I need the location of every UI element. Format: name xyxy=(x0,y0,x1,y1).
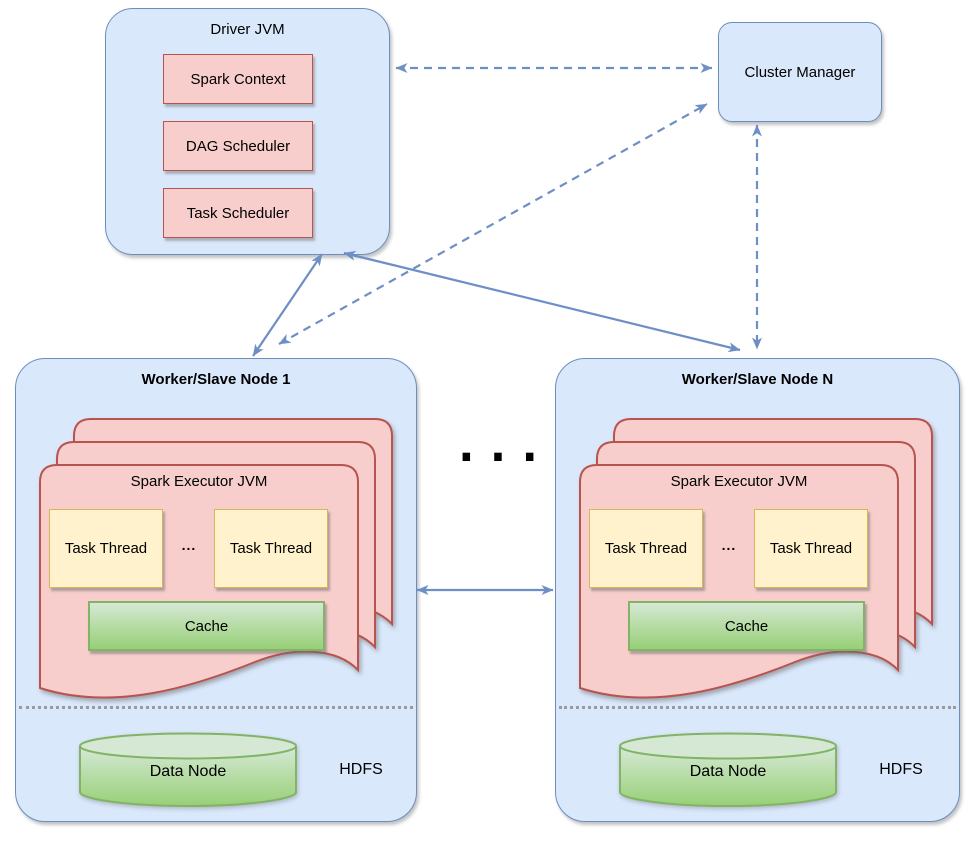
worker-node-n-title: Worker/Slave Node N xyxy=(681,371,834,388)
task-threads-ellipsis: ... xyxy=(721,537,737,553)
data-node-cylinder xyxy=(619,732,837,808)
spark-executor-jvm-title: Spark Executor JVM xyxy=(130,473,268,490)
task-threads-ellipsis: ... xyxy=(181,537,197,553)
worker-node-1: Worker/Slave Node 1 Spark Executor JVM T… xyxy=(15,358,417,822)
between-nodes-ellipsis: ... xyxy=(452,418,548,472)
arrow-driver-worker1 xyxy=(252,253,323,357)
hdfs-label: HDFS xyxy=(339,761,383,778)
driver-jvm-node: Driver JVM Spark Context DAG Scheduler T… xyxy=(105,8,390,255)
hdfs-divider-line xyxy=(19,706,413,709)
cache-box: Cache xyxy=(88,601,325,651)
data-node-label: Data Node xyxy=(149,763,227,780)
task-thread-box: Task Thread xyxy=(49,509,163,588)
cluster-manager-node: Cluster Manager xyxy=(718,22,882,122)
task-thread-box: Task Thread xyxy=(589,509,703,588)
task-thread-box: Task Thread xyxy=(214,509,328,588)
task-scheduler-box: Task Scheduler xyxy=(163,188,313,238)
hdfs-divider-line xyxy=(559,706,956,709)
spark-executor-jvm-title: Spark Executor JVM xyxy=(670,473,808,490)
arrow-driver-workern xyxy=(343,250,741,353)
spark-context-box: Spark Context xyxy=(163,54,313,104)
data-node-cylinder xyxy=(79,732,297,808)
task-thread-box: Task Thread xyxy=(754,509,868,588)
hdfs-label: HDFS xyxy=(879,761,923,778)
dag-scheduler-box: DAG Scheduler xyxy=(163,121,313,171)
driver-jvm-title: Driver JVM xyxy=(210,21,285,38)
cache-box: Cache xyxy=(628,601,865,651)
worker-node-n: Worker/Slave Node N Spark Executor JVM T… xyxy=(555,358,960,822)
worker-node-1-title: Worker/Slave Node 1 xyxy=(141,371,291,388)
data-node-label: Data Node xyxy=(689,763,767,780)
